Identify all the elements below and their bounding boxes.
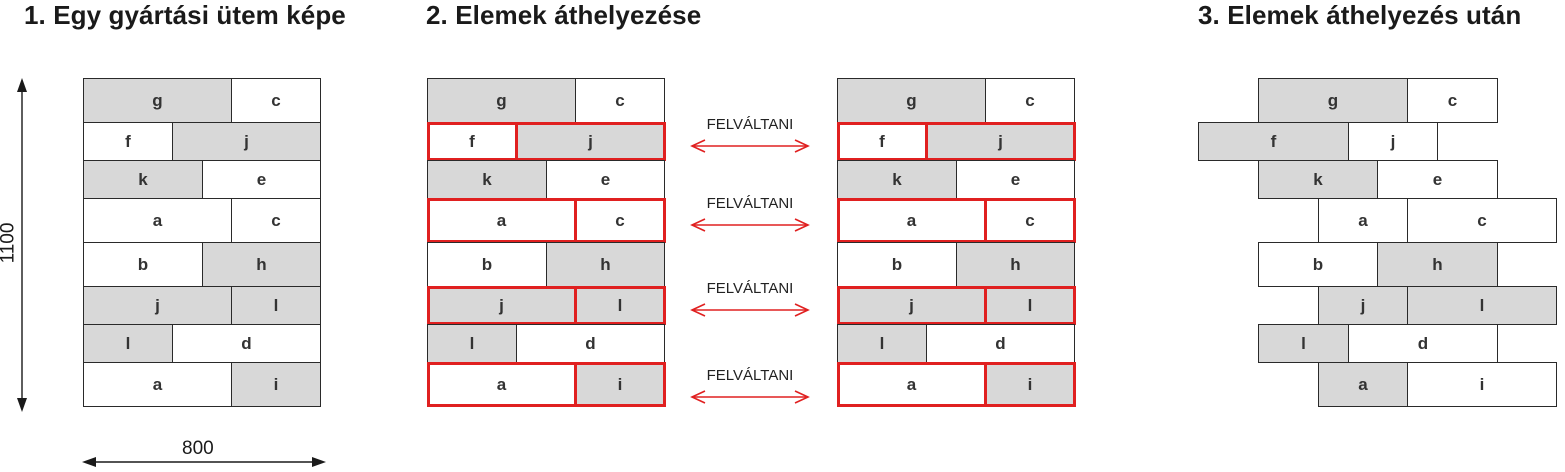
element-block-b: b (83, 242, 203, 287)
width-dimension-label: 800 (182, 438, 214, 459)
element-block-e: e (1377, 160, 1498, 199)
element-block-b: b (427, 242, 547, 287)
element-block-c: c (231, 78, 321, 123)
element-block-h: h (202, 242, 321, 287)
element-block-l: l (427, 324, 517, 363)
title-panel-2: 2. Elemek áthelyezése (426, 0, 702, 30)
element-block-f: f (1198, 122, 1349, 161)
swap-label: FELVÁLTANI (706, 195, 794, 212)
element-block-a: a (427, 362, 576, 407)
element-block-g: g (837, 78, 986, 123)
swap-label: FELVÁLTANI (706, 280, 794, 297)
element-block-e: e (956, 160, 1075, 199)
element-block-j: j (516, 122, 665, 161)
element-block-j: j (1318, 286, 1408, 325)
element-block-d: d (926, 324, 1075, 363)
element-block-l: l (1258, 324, 1349, 363)
element-block-k: k (837, 160, 957, 199)
element-block-a: a (837, 198, 986, 243)
element-block-i: i (575, 362, 665, 407)
element-block-e: e (202, 160, 321, 199)
element-block-h: h (546, 242, 665, 287)
element-block-e: e (546, 160, 665, 199)
element-block-g: g (1258, 78, 1408, 123)
element-block-d: d (516, 324, 665, 363)
element-block-g: g (83, 78, 232, 123)
element-block-h: h (1377, 242, 1498, 287)
element-block-c: c (231, 198, 321, 243)
element-block-j: j (83, 286, 232, 325)
element-block-c: c (575, 78, 665, 123)
element-block-k: k (83, 160, 203, 199)
element-block-b: b (1258, 242, 1378, 287)
element-block-j: j (837, 286, 986, 325)
element-block-l: l (837, 324, 927, 363)
height-dimension-label: 1100 (0, 222, 19, 264)
swap-double-arrow-icon (690, 303, 810, 317)
element-block-j: j (926, 122, 1075, 161)
element-block-c: c (1407, 78, 1498, 123)
height-dimension-arrow (17, 78, 27, 412)
element-block-f: f (837, 122, 927, 161)
element-block-l: l (231, 286, 321, 325)
swap-label: FELVÁLTANI (706, 116, 794, 133)
swap-double-arrow-icon (690, 218, 810, 232)
element-block-a: a (1318, 362, 1408, 407)
element-block-f: f (83, 122, 173, 161)
title-panel-1: 1. Egy gyártási ütem képe (24, 0, 346, 30)
element-block-g: g (427, 78, 576, 123)
element-block-k: k (427, 160, 547, 199)
element-block-b: b (837, 242, 957, 287)
element-block-j: j (1348, 122, 1438, 161)
element-block-c: c (1407, 198, 1557, 243)
swap-double-arrow-icon (690, 390, 810, 404)
element-block-c: c (985, 78, 1075, 123)
width-dimension-arrow (82, 457, 326, 467)
element-block-d: d (172, 324, 321, 363)
element-block-a: a (837, 362, 986, 407)
element-block-a: a (427, 198, 576, 243)
element-block-l: l (985, 286, 1075, 325)
element-block-l: l (1407, 286, 1557, 325)
element-block-d: d (1348, 324, 1498, 363)
element-block-k: k (1258, 160, 1378, 199)
element-block-a: a (1318, 198, 1408, 243)
element-block-a: a (83, 362, 232, 407)
element-block-c: c (575, 198, 665, 243)
swap-double-arrow-icon (690, 139, 810, 153)
element-block-i: i (985, 362, 1075, 407)
element-block-j: j (427, 286, 576, 325)
element-block-h: h (956, 242, 1075, 287)
element-block-j: j (172, 122, 321, 161)
element-block-f: f (427, 122, 517, 161)
element-block-a: a (83, 198, 232, 243)
element-block-i: i (231, 362, 321, 407)
element-block-c: c (985, 198, 1075, 243)
swap-label: FELVÁLTANI (706, 367, 794, 384)
element-block-l: l (575, 286, 665, 325)
title-panel-3: 3. Elemek áthelyezés után (1198, 0, 1522, 30)
element-block-i: i (1407, 362, 1557, 407)
element-block-l: l (83, 324, 173, 363)
